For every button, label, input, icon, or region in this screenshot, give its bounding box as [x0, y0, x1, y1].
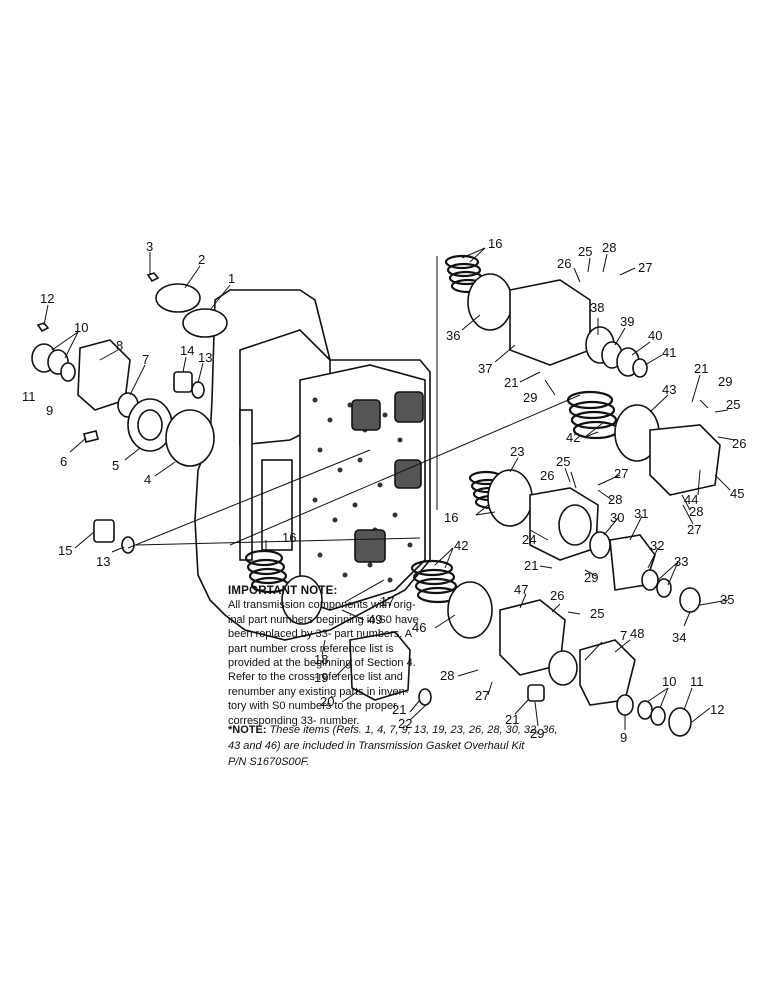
callout-label: 21 [524, 558, 538, 573]
callout-label: 25 [726, 397, 740, 412]
callout-label: 10 [74, 320, 88, 335]
callout-label: 23 [510, 444, 524, 459]
callout-label: 2 [198, 252, 205, 267]
left-parts [31, 272, 228, 554]
callout-label: 1 [228, 271, 235, 286]
important-note: IMPORTANT NOTE: All transmission compone… [228, 584, 450, 728]
callout-label: 22 [398, 716, 412, 731]
callout-label: 42 [566, 430, 580, 445]
callout-label: 16 [488, 236, 502, 251]
callout-label: 35 [720, 592, 734, 607]
kit-note-label: *NOTE: [228, 724, 267, 736]
callout-label: 8 [116, 338, 123, 353]
callout-label: 21 [694, 361, 708, 376]
callout-label: 19 [314, 670, 328, 685]
callout-label: 7 [142, 352, 149, 367]
callout-label: 4 [144, 472, 151, 487]
callout-label: 27 [614, 466, 628, 481]
callout-label: 29 [584, 570, 598, 585]
callout-label: 28 [440, 668, 454, 683]
callout-label: 13 [96, 554, 110, 569]
callout-label: 21 [505, 712, 519, 727]
callout-label: 41 [662, 345, 676, 360]
callout-label: 42 [454, 538, 468, 553]
callout-label: 16 [444, 510, 458, 525]
callout-label: 15 [58, 543, 72, 558]
callout-label: 7 [620, 628, 627, 643]
kit-note-line: 43 and 46) are included in Transmission … [228, 740, 525, 752]
callout-label: 32 [650, 538, 664, 553]
callout-label: 27 [687, 522, 701, 537]
kit-note-line: P/N S1670S00F. [228, 756, 310, 768]
callout-labels: 3 2 1 12 10 8 14 13 7 11 9 6 5 4 15 13 1… [22, 236, 746, 745]
callout-label: 36 [446, 328, 460, 343]
callout-label: 45 [730, 486, 744, 501]
callout-label: 12 [40, 291, 54, 306]
callout-label: 9 [620, 730, 627, 745]
important-note-line: provided at the beginning of Section 4. [228, 657, 416, 670]
callout-label: 29 [530, 726, 544, 741]
callout-label: 3 [146, 239, 153, 254]
important-note-line: part number cross reference list is [228, 642, 394, 655]
important-note-line: renumber any existing parts in inven- [228, 685, 409, 698]
callout-label: 10 [662, 674, 676, 689]
callout-label: 5 [112, 458, 119, 473]
important-note-line: inal part numbers beginning in S0 have [228, 613, 419, 626]
callout-label: 38 [590, 300, 604, 315]
callout-label: 49 [368, 612, 382, 627]
callout-label: 13 [198, 350, 212, 365]
callout-label: 6 [60, 454, 67, 469]
callout-label: 28 [602, 240, 616, 255]
callout-label: 48 [630, 626, 644, 641]
important-note-line: corresponding 33- number. [228, 714, 360, 727]
housing-shaft-stubs [351, 391, 424, 563]
callout-label: 25 [590, 606, 604, 621]
callout-label: 40 [648, 328, 662, 343]
callout-label: 26 [557, 256, 571, 271]
callout-label: 24 [522, 532, 536, 547]
callout-label: 29 [523, 390, 537, 405]
callout-label: 20 [320, 694, 334, 709]
callout-label: 28 [608, 492, 622, 507]
callout-label: 44 [684, 492, 698, 507]
callout-label: 37 [478, 361, 492, 376]
important-note-line: been replaced by 33- part numbers. A [228, 628, 413, 641]
callout-label: 26 [732, 436, 746, 451]
callout-label: 14 [180, 343, 194, 358]
callout-label: 9 [46, 403, 53, 418]
callout-label: 17 [380, 594, 394, 609]
important-note-line: tory with S0 numbers to the proper [228, 700, 397, 713]
callout-label: 21 [392, 702, 406, 717]
callout-label: 25 [578, 244, 592, 259]
callout-label: 21 [504, 375, 518, 390]
gasket-kit-note: *NOTE: These items (Refs. 1, 4, 7, 9, 13… [228, 722, 558, 770]
callout-label: 26 [550, 588, 564, 603]
callout-label: 12 [710, 702, 724, 717]
callout-label: 39 [620, 314, 634, 329]
callout-label: 34 [672, 630, 686, 645]
callout-label: 27 [475, 688, 489, 703]
callout-label: 26 [540, 468, 554, 483]
callout-label: 18 [314, 652, 328, 667]
important-note-line: All transmission components with orig- [228, 599, 416, 612]
important-note-line: Refer to the cross-reference list and [228, 671, 403, 684]
spring-packs [244, 254, 620, 604]
callout-label: 25 [556, 454, 570, 469]
callout-label: 16 [282, 530, 296, 545]
leader-lines [43, 247, 736, 730]
callout-label: 31 [634, 506, 648, 521]
kit-note-line: *NOTE: These items (Refs. 1, 4, 7, 9, 13… [228, 724, 558, 736]
callout-label: 33 [674, 554, 688, 569]
callout-label: 29 [718, 374, 732, 389]
callout-label: 11 [22, 389, 36, 404]
callout-label: 11 [690, 674, 704, 689]
callout-label: 47 [514, 582, 528, 597]
important-note-title: IMPORTANT NOTE: [228, 585, 338, 597]
callout-label: 30 [610, 510, 624, 525]
callout-label: 46 [412, 620, 426, 635]
callout-label: 43 [662, 382, 676, 397]
callout-label: 28 [689, 504, 703, 519]
callout-label: 27 [638, 260, 652, 275]
